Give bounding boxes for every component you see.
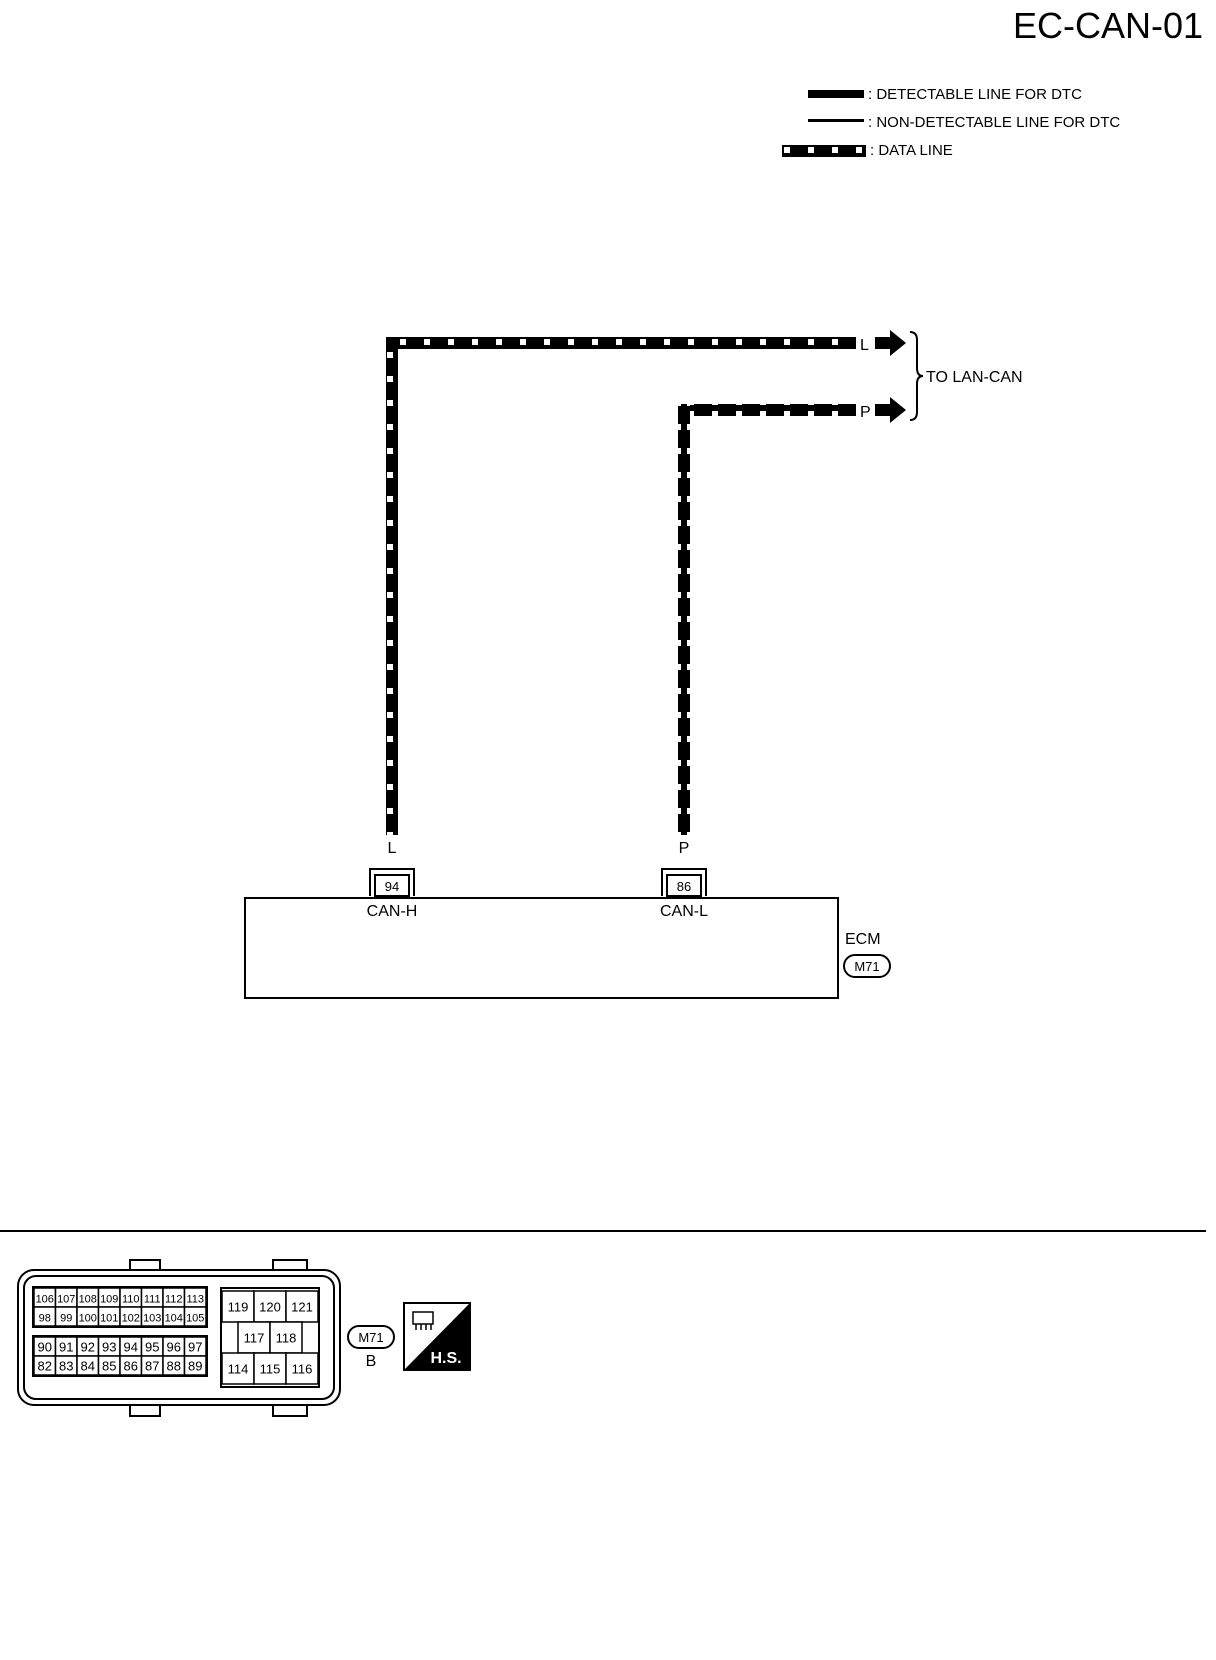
- cavity-number: 112: [165, 1294, 183, 1306]
- cavity-number: 119: [228, 1300, 249, 1315]
- legend-data-line: [782, 145, 866, 157]
- cavity-number: 93: [102, 1340, 116, 1355]
- wire-l-horizontal: [386, 337, 856, 349]
- wire-color-l-bottom: L: [388, 840, 397, 857]
- cavity-number: 104: [165, 1313, 183, 1325]
- cavity-number: 98: [39, 1313, 51, 1325]
- connector-id: M71: [854, 959, 879, 974]
- connector-cavity: [183, 1306, 207, 1327]
- connector-cavity: [183, 1355, 207, 1376]
- cavity-number: 109: [100, 1294, 118, 1306]
- cavity-number: 121: [291, 1300, 313, 1315]
- ecm-name: ECM: [845, 931, 881, 948]
- cavity-number: 111: [144, 1294, 161, 1306]
- terminal-94: 94: [369, 868, 415, 897]
- cavity-number: 91: [59, 1340, 73, 1355]
- destination-label: TO LAN-CAN: [926, 369, 1023, 386]
- pin-number-94: 94: [385, 879, 399, 894]
- hs-icon: H.S.: [403, 1302, 471, 1371]
- cavity-number: 116: [292, 1362, 313, 1377]
- legend-detectable-label: : DETECTABLE LINE FOR DTC: [868, 86, 1082, 103]
- cavity-number: 115: [260, 1362, 281, 1377]
- brace-icon: [909, 331, 924, 421]
- cavity-number: 86: [124, 1359, 138, 1374]
- legend-data-line-label: : DATA LINE: [870, 142, 953, 159]
- cavity-number: 85: [102, 1359, 116, 1374]
- cavity-number: 103: [143, 1313, 161, 1325]
- connector-id-badge: [843, 954, 891, 978]
- wire-l-vertical: [386, 337, 398, 835]
- cavity-block-outline: [32, 1335, 208, 1377]
- cavity-number: 105: [186, 1313, 204, 1325]
- cavity-number: 120: [259, 1300, 281, 1315]
- cavity-number: 118: [276, 1331, 297, 1346]
- cavity-number: 84: [81, 1359, 95, 1374]
- cavity-number: 113: [186, 1294, 204, 1306]
- wire-can-h: [386, 337, 856, 835]
- cavity-number: 114: [228, 1362, 249, 1377]
- cavity-number: 97: [188, 1340, 202, 1355]
- arrow-right-icon: [875, 330, 906, 356]
- connector-cavity: [269, 1321, 303, 1354]
- terminal-86: 86: [661, 868, 707, 897]
- cavity-number: 88: [167, 1359, 181, 1374]
- cavity-number: 83: [59, 1359, 73, 1374]
- cavity-number: 94: [124, 1340, 138, 1355]
- cavity-number: 117: [244, 1331, 265, 1346]
- wire-color-p-top: P: [860, 404, 871, 421]
- legend: : DETECTABLE LINE FOR DTC : NON-DETECTAB…: [782, 86, 1120, 159]
- cavity-number: 107: [57, 1294, 75, 1306]
- connector-view-id-badge: [347, 1325, 395, 1349]
- wire-can-l: [678, 404, 856, 835]
- cavity-number: 95: [145, 1340, 159, 1355]
- page-title: EC-CAN-01: [1013, 5, 1203, 46]
- can-l-label: CAN-L: [660, 903, 708, 920]
- cavity-number: 87: [145, 1359, 159, 1374]
- wire-color-l-top: L: [860, 337, 869, 354]
- cavity-number: 92: [81, 1340, 95, 1355]
- legend-non-detectable-line: [808, 119, 864, 122]
- legend-detectable-line: [808, 90, 864, 98]
- cavity-number: 82: [38, 1359, 52, 1374]
- connector-color-code: B: [366, 1353, 377, 1370]
- connector-cavity: [253, 1352, 287, 1385]
- cavity-number: 102: [122, 1313, 140, 1325]
- wire-p-horizontal: [678, 404, 856, 416]
- arrow-right-icon: [875, 397, 906, 423]
- cavity-number: 110: [122, 1294, 140, 1306]
- legend-non-detectable-label: : NON-DETECTABLE LINE FOR DTC: [868, 114, 1120, 131]
- cavity-number: 99: [60, 1313, 72, 1325]
- wire-color-p-bottom: P: [679, 840, 690, 857]
- hs-label: H.S.: [430, 1350, 461, 1367]
- cavity-number: 89: [188, 1359, 202, 1374]
- cavity-block-outline: [220, 1287, 320, 1388]
- ecm-box: [244, 897, 839, 999]
- wire-p-vertical: [678, 404, 690, 835]
- cavity-number: 108: [79, 1294, 97, 1306]
- cavity-number: 106: [36, 1294, 54, 1306]
- cavity-block-outline: [32, 1286, 208, 1328]
- connector-cavity: [221, 1352, 255, 1385]
- pin-number-86: 86: [677, 879, 691, 894]
- cavity-number: 90: [38, 1340, 52, 1355]
- cavity-number: 101: [100, 1313, 118, 1325]
- cavity-number: 100: [79, 1313, 97, 1325]
- connector-cavity: [285, 1352, 319, 1385]
- cavity-number: 96: [167, 1340, 181, 1355]
- connector-view-id: M71: [358, 1330, 383, 1345]
- can-h-label: CAN-H: [367, 903, 418, 920]
